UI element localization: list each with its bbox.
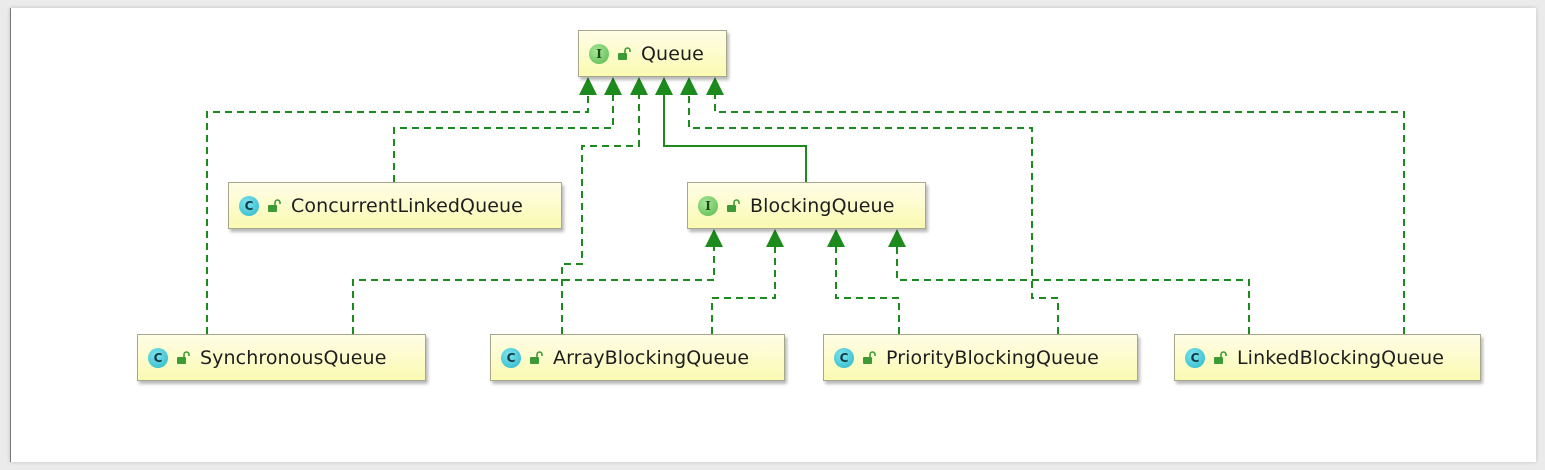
node-label: Queue xyxy=(641,42,704,65)
node-blocking-queue[interactable]: I BlockingQueue xyxy=(687,182,926,229)
open-lock-icon xyxy=(1214,350,1227,364)
node-label: PriorityBlockingQueue xyxy=(886,346,1099,369)
open-lock-icon xyxy=(530,350,543,364)
arrowhead-array-blocking xyxy=(766,229,784,247)
open-lock-icon xyxy=(268,198,281,212)
node-label: BlockingQueue xyxy=(750,194,895,217)
node-priority-blocking-queue[interactable]: C PriorityBlockingQueue xyxy=(823,334,1138,381)
open-lock-icon xyxy=(618,46,631,60)
arrowhead-blocking-queue xyxy=(655,77,673,95)
edge-linked-queue xyxy=(714,94,1405,334)
open-lock-icon xyxy=(863,350,876,364)
edge-sync-queue xyxy=(206,94,589,334)
node-label: ConcurrentLinkedQueue xyxy=(291,194,523,217)
arrowhead-sync-queue xyxy=(579,77,597,95)
edge-sync-blocking xyxy=(352,246,715,334)
arrowhead-priority-blocking xyxy=(827,229,845,247)
edge-priority-queue xyxy=(688,94,1059,334)
node-label: SynchronousQueue xyxy=(200,346,387,369)
diagram-canvas: I Queue C ConcurrentLinkedQueue I Blocki… xyxy=(10,8,1536,462)
node-array-blocking-queue[interactable]: C ArrayBlockingQueue xyxy=(490,334,785,381)
class-icon: C xyxy=(1185,347,1205,368)
edge-linked-blocking xyxy=(896,246,1250,334)
arrowhead-linked-queue xyxy=(706,77,724,95)
arrowhead-concurrent-queue xyxy=(604,77,622,95)
edge-array-queue xyxy=(561,94,640,334)
edge-priority-blocking xyxy=(835,246,900,334)
node-concurrent-linked-queue[interactable]: C ConcurrentLinkedQueue xyxy=(228,182,562,229)
arrowhead-priority-queue xyxy=(680,77,698,95)
node-synchronous-queue[interactable]: C SynchronousQueue xyxy=(137,334,426,381)
edge-layer xyxy=(206,77,1405,334)
class-icon: C xyxy=(834,347,854,368)
class-icon: C xyxy=(148,347,168,368)
class-icon: C xyxy=(501,347,521,368)
arrowhead-linked-blocking xyxy=(888,229,906,247)
open-lock-icon xyxy=(177,350,190,364)
arrowhead-array-queue xyxy=(630,77,648,95)
node-linked-blocking-queue[interactable]: C LinkedBlockingQueue xyxy=(1174,334,1481,381)
interface-icon: I xyxy=(698,195,718,216)
node-queue[interactable]: I Queue xyxy=(578,30,727,77)
arrowhead-sync-blocking xyxy=(705,229,723,247)
node-label: ArrayBlockingQueue xyxy=(553,346,750,369)
edge-concurrent-queue xyxy=(393,94,614,182)
open-lock-icon xyxy=(727,198,740,212)
edge-blocking-queue xyxy=(663,94,807,182)
node-label: LinkedBlockingQueue xyxy=(1237,346,1445,369)
edge-array-blocking xyxy=(711,246,776,334)
class-icon: C xyxy=(239,195,259,216)
interface-icon: I xyxy=(589,43,609,64)
